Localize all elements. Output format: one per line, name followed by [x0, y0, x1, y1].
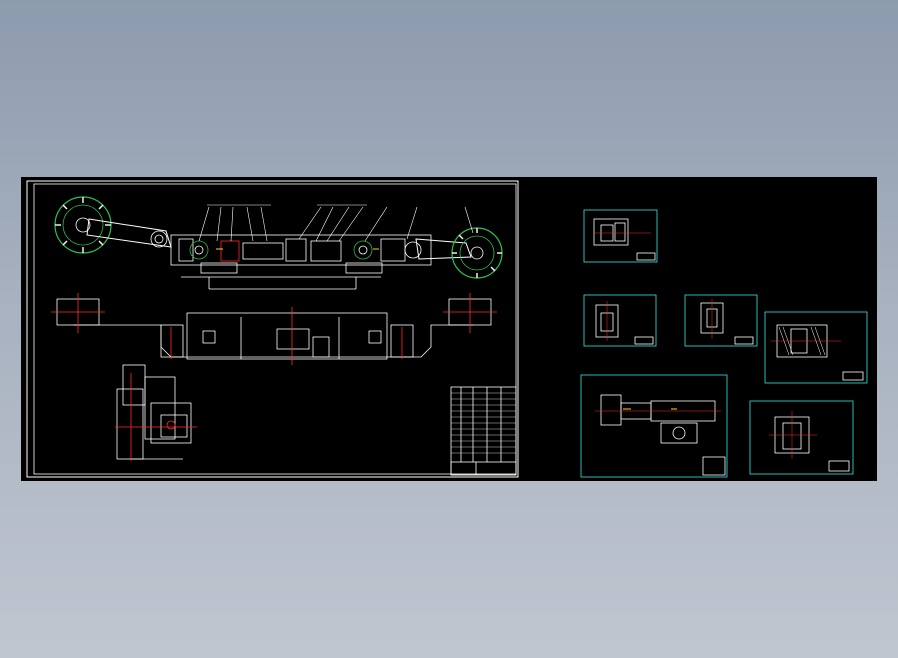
shearer-body [170, 234, 432, 290]
detail-sheet-1 [583, 209, 658, 263]
main-sheet-outer-border [26, 180, 519, 478]
shearer-elevation-view [54, 196, 503, 290]
detail-sheet-2 [583, 294, 657, 347]
part-leader-lines [198, 204, 474, 242]
cad-drawing-canvas[interactable] [21, 177, 877, 481]
shearer-end-view [115, 364, 197, 461]
main-sheet-inner-border [33, 183, 517, 475]
title-block [450, 461, 517, 476]
detail-sheet-4 [764, 311, 868, 384]
detail-sheet-6 [749, 400, 854, 475]
shearer-plan-view [51, 293, 497, 365]
main-assembly-sheet [26, 180, 519, 478]
parts-list-table [450, 386, 517, 476]
right-cutter-drum [451, 227, 503, 279]
right-ranging-arm [415, 238, 472, 260]
left-cutter-drum [54, 196, 112, 254]
detail-sheet-3 [684, 294, 758, 347]
detail-sheet-5 [580, 374, 728, 478]
